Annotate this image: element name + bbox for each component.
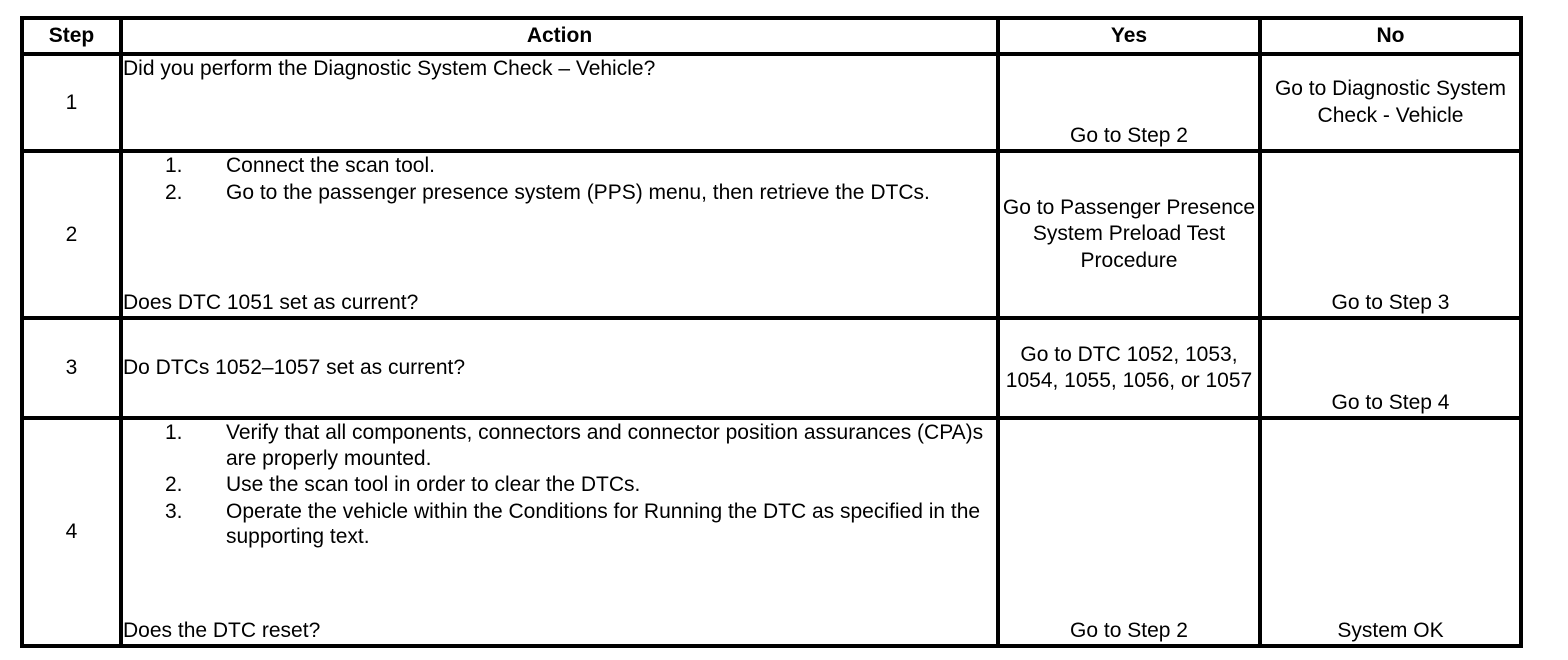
table-row: 1 Did you perform the Diagnostic System …: [20, 52, 1523, 153]
column-header-yes: Yes: [996, 16, 1262, 56]
yes-text: Go to Passenger Presence System Preload …: [1002, 196, 1256, 272]
action-question-text: Does DTC 1051 set as current?: [123, 291, 419, 315]
yes-cell: Go to Step 2: [996, 416, 1262, 648]
list-item-number: 3.: [165, 499, 183, 523]
list-item-number: 2.: [165, 473, 183, 497]
yes-cell: Go to Passenger Presence System Preload …: [996, 149, 1262, 320]
yes-cell: Go to DTC 1052, 1053, 1054, 1055, 1056, …: [996, 316, 1262, 420]
diagnostic-procedure-table: Step Action Yes No 1 Did you perform the…: [20, 16, 1523, 648]
no-text: Go to Step 3: [1331, 290, 1450, 314]
no-text: Go to Step 4: [1331, 390, 1450, 414]
list-item-text: Operate the vehicle within the Condition…: [226, 499, 981, 549]
yes-cell: Go to Step 2: [996, 52, 1262, 153]
no-cell: Go to Step 4: [1258, 316, 1523, 420]
list-item: 3. Operate the vehicle within the Condit…: [123, 499, 996, 550]
list-item: 1. Connect the scan tool.: [123, 153, 996, 179]
step-number-cell: 4: [20, 416, 123, 648]
action-cell: Did you perform the Diagnostic System Ch…: [119, 52, 1000, 153]
no-cell: Go to Step 3: [1258, 149, 1523, 320]
step-number-cell: 3: [20, 316, 123, 420]
column-header-step: Step: [20, 16, 123, 56]
action-step-list: 1. Verify that all components, connector…: [123, 420, 996, 551]
yes-text: Go to DTC 1052, 1053, 1054, 1055, 1056, …: [1005, 342, 1253, 392]
action-question-text: Does the DTC reset?: [123, 619, 321, 643]
column-header-action: Action: [119, 16, 1000, 56]
yes-text: Go to Step 2: [1070, 618, 1188, 642]
table-header-row: Step Action Yes No: [20, 16, 1523, 56]
list-item: 2. Use the scan tool in order to clear t…: [123, 472, 996, 498]
action-step-list: 1. Connect the scan tool. 2. Go to the p…: [123, 153, 996, 206]
list-item: 2. Go to the passenger presence system (…: [123, 180, 996, 206]
no-cell: System OK: [1258, 416, 1523, 648]
list-item-text: Verify that all components, connectors a…: [226, 421, 984, 470]
action-intro-text: Do DTCs 1052–1057 set as current?: [123, 356, 466, 380]
table-row: 2 1. Connect the scan tool. 2. Go to the…: [20, 149, 1523, 320]
list-item-number: 2.: [165, 180, 183, 204]
list-item-text: Use the scan tool in order to clear the …: [226, 473, 641, 497]
list-item-number: 1.: [165, 421, 183, 444]
yes-text: Go to Step 2: [1070, 123, 1188, 147]
no-text: System OK: [1337, 618, 1444, 642]
table-row: 3 Do DTCs 1052–1057 set as current? Go t…: [20, 316, 1523, 420]
action-cell: 1. Connect the scan tool. 2. Go to the p…: [119, 149, 1000, 320]
no-text: Go to Diagnostic System Check - Vehicle: [1274, 77, 1507, 127]
action-cell: Do DTCs 1052–1057 set as current?: [119, 316, 1000, 420]
list-item: 1. Verify that all components, connector…: [123, 420, 996, 471]
no-cell: Go to Diagnostic System Check - Vehicle: [1258, 52, 1523, 153]
step-number-cell: 1: [20, 52, 123, 153]
table-row: 4 1. Verify that all components, connect…: [20, 416, 1523, 648]
list-item-number: 1.: [165, 154, 183, 177]
list-item-text: Go to the passenger presence system (PPS…: [226, 180, 930, 204]
action-intro-text: Did you perform the Diagnostic System Ch…: [123, 57, 656, 80]
action-cell: 1. Verify that all components, connector…: [119, 416, 1000, 648]
column-header-no: No: [1258, 16, 1523, 56]
list-item-text: Connect the scan tool.: [226, 154, 435, 177]
step-number-cell: 2: [20, 149, 123, 320]
